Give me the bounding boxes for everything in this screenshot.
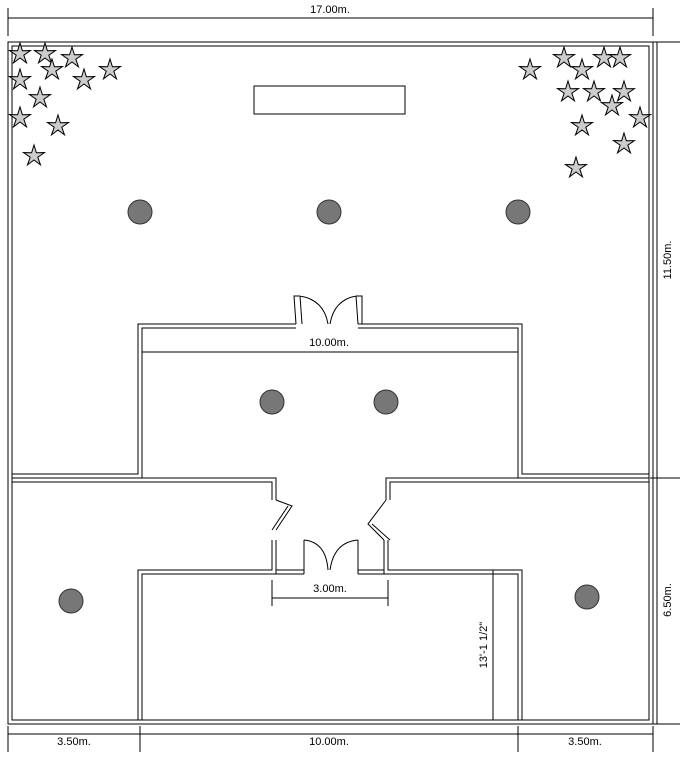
dimension-lines bbox=[7, 8, 680, 752]
plant-symbol bbox=[599, 93, 625, 117]
plant-symbol bbox=[517, 57, 543, 81]
plant-symbol bbox=[7, 41, 33, 65]
columns bbox=[58, 199, 600, 614]
plant-symbol bbox=[581, 79, 607, 103]
stage-rectangle bbox=[253, 85, 406, 115]
plant-symbol bbox=[27, 85, 53, 109]
plant-symbol bbox=[607, 45, 633, 69]
plant-symbol bbox=[7, 105, 33, 129]
doors bbox=[271, 295, 391, 571]
plant-symbol bbox=[555, 79, 581, 103]
column bbox=[58, 588, 84, 614]
dim-overall-width: 17.00m. bbox=[310, 4, 350, 16]
plant-symbol bbox=[569, 113, 595, 137]
plant-symbol bbox=[21, 143, 47, 167]
plant-symbol bbox=[45, 113, 71, 137]
column bbox=[574, 584, 600, 610]
plant-symbol bbox=[59, 45, 85, 69]
dim-center-width: 10.00m. bbox=[309, 736, 349, 748]
plant-symbol bbox=[71, 67, 97, 91]
plant-symbol bbox=[563, 155, 589, 179]
plant-symbol bbox=[611, 79, 637, 103]
column bbox=[259, 389, 285, 415]
plant-symbol bbox=[7, 67, 33, 91]
column bbox=[505, 199, 531, 225]
walls bbox=[7, 41, 654, 725]
plant-symbol bbox=[591, 45, 617, 69]
plant-symbol bbox=[569, 57, 595, 81]
column bbox=[127, 199, 153, 225]
dim-upper-depth: 11.50m. bbox=[662, 241, 674, 280]
dim-right-wing: 3.50m. bbox=[568, 736, 602, 748]
dim-left-wing: 3.50m. bbox=[57, 736, 91, 748]
plant-symbol bbox=[627, 105, 653, 129]
column bbox=[373, 389, 399, 415]
dim-hall-depth: 13'-1 1/2" bbox=[478, 622, 490, 668]
dim-lower-depth: 6.50m. bbox=[662, 583, 674, 617]
plant-symbol bbox=[551, 45, 577, 69]
column bbox=[316, 199, 342, 225]
plant-symbol bbox=[97, 57, 123, 81]
dim-entrance-width: 3.00m. bbox=[313, 583, 347, 595]
plant-symbol bbox=[32, 41, 58, 65]
plant-symbol bbox=[39, 57, 65, 81]
dim-inner-room-width: 10.00m. bbox=[309, 337, 349, 349]
plants bbox=[7, 41, 653, 179]
plant-symbol bbox=[611, 131, 637, 155]
